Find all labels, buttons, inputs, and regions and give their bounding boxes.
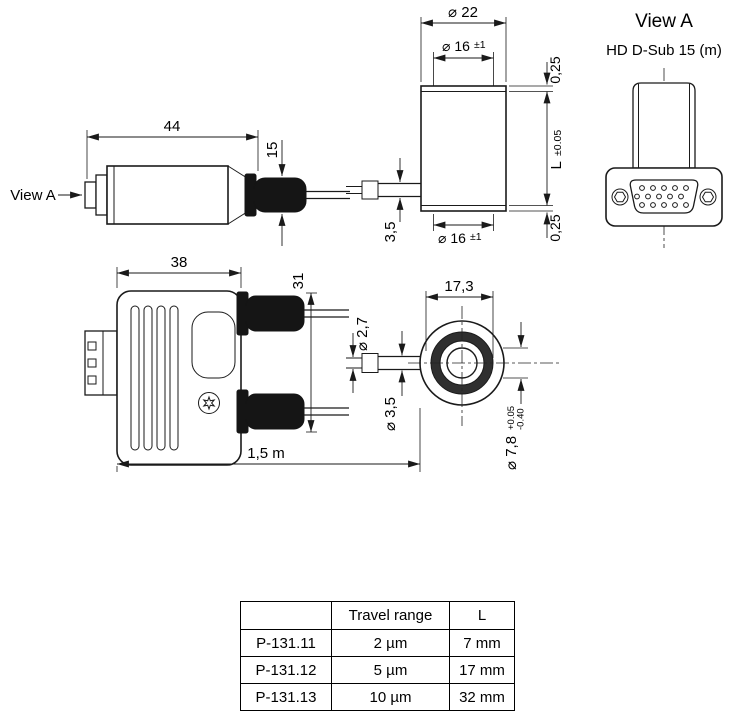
length-cell: 7 mm [449,629,515,657]
dim-d78-label: ⌀ 7,8 [503,436,520,470]
table-row: P-131.11 2 µm 7 mm [240,629,515,657]
grip-slot [156,305,166,451]
dim-d27-label: ⌀ 2,7 [354,317,371,351]
shell-taper-top [227,165,248,179]
section-view-group: 17,3 ⌀ 2,7 ⌀ 3,5 ⌀ 7,8 +0.05 -0.40 [346,278,562,470]
view-a-subtitle: HD D-Sub 15 (m) [606,42,722,59]
plug-pin [87,375,97,385]
dim-35-label: 3,5 [382,222,399,243]
grip-slot [143,305,153,451]
top-view-group: 38 31 1,5 m [84,254,421,472]
plug-pin [87,358,97,368]
plug-pin [87,341,97,351]
dim-d16-bottom-label: ⌀ 16 [438,230,466,246]
shell-taper-bottom [227,211,248,225]
dim-38-label: 38 [171,254,188,271]
dim-d22-label: ⌀ 22 [448,4,478,21]
plug-face [84,181,97,209]
table-header-row: Travel range L [240,601,515,630]
dim-d78-label-group: ⌀ 7,8 +0.05 -0.40 [503,406,527,470]
dim-L-tol: ±0.05 [552,130,564,156]
travel-range-table: Travel range L P-131.11 2 µm 7 mm P-131.… [240,601,515,711]
grip-slot [130,305,140,451]
dim-L-label-group: L ±0.05 [548,130,565,170]
table-row: P-131.12 5 µm 17 mm [240,656,515,684]
connector-shell [106,165,229,225]
view-a-title: View A [635,11,693,32]
grip-slot [169,305,179,451]
front-view-group: ⌀ 22 ⌀ 16 ±1 0,25 L ±0.05 0,25 ⌀ 16 ±1 [346,4,565,246]
cable-channel [191,311,236,379]
travel-cell: 2 µm [331,629,450,657]
cable-ferrule [361,353,379,373]
table-header-model [240,601,332,630]
plug-top [84,330,118,396]
jack-nut-right [699,188,717,206]
dim-173-label: 17,3 [444,278,473,295]
dim-025-bottom-label: 0,25 [547,214,563,241]
hex-nut-right [701,191,715,203]
dim-d35-label: ⌀ 3,5 [382,397,399,431]
dim-44-label: 44 [164,118,181,135]
jack-nut-left [611,188,629,206]
hex-nut-left [613,191,627,203]
table-header-L: L [449,601,515,630]
model-cell: P-131.12 [240,656,332,684]
actuator-body [420,85,507,212]
dim-d16-top-tol: ±1 [474,39,486,51]
dim-L-label: L [548,161,565,169]
travel-cell: 10 µm [331,683,450,711]
screw-head [198,392,220,414]
cable-boot-top [245,295,305,332]
model-cell: P-131.13 [240,683,332,711]
dim-cable-length-label: 1,5 m [247,445,285,462]
dim-d16-top-label: ⌀ 16 [442,38,470,54]
travel-cell: 5 µm [331,656,450,684]
length-cell: 32 mm [449,683,515,711]
cable-boot-bottom [245,393,305,430]
dim-d78-tol-plus: +0.05 [506,406,517,430]
length-cell: 17 mm [449,656,515,684]
table-row: P-131.13 10 µm 32 mm [240,683,515,711]
dim-025-top-label: 0,25 [547,56,563,83]
dim-31-label: 31 [290,273,307,290]
dim-d78-tol-minus: -0.40 [516,408,527,430]
cable-boot-front [632,82,696,169]
table-header-travel-range: Travel range [331,601,450,630]
plug-flange [95,174,108,216]
torx-screw-icon [202,395,216,411]
dim-15-label: 15 [264,142,281,159]
dsub-shell [629,179,699,214]
dim-d16-bottom-tol: ±1 [470,231,482,243]
side-view-group: View A 44 15 [10,118,350,246]
view-a-arrow-label: View A [10,187,56,204]
model-cell: P-131.11 [240,629,332,657]
view-a-group: View A HD D-Sub 15 (m) [605,11,723,248]
cable-boot [253,177,307,213]
cable-ferrule [361,180,379,200]
dsub-pins [634,185,689,208]
